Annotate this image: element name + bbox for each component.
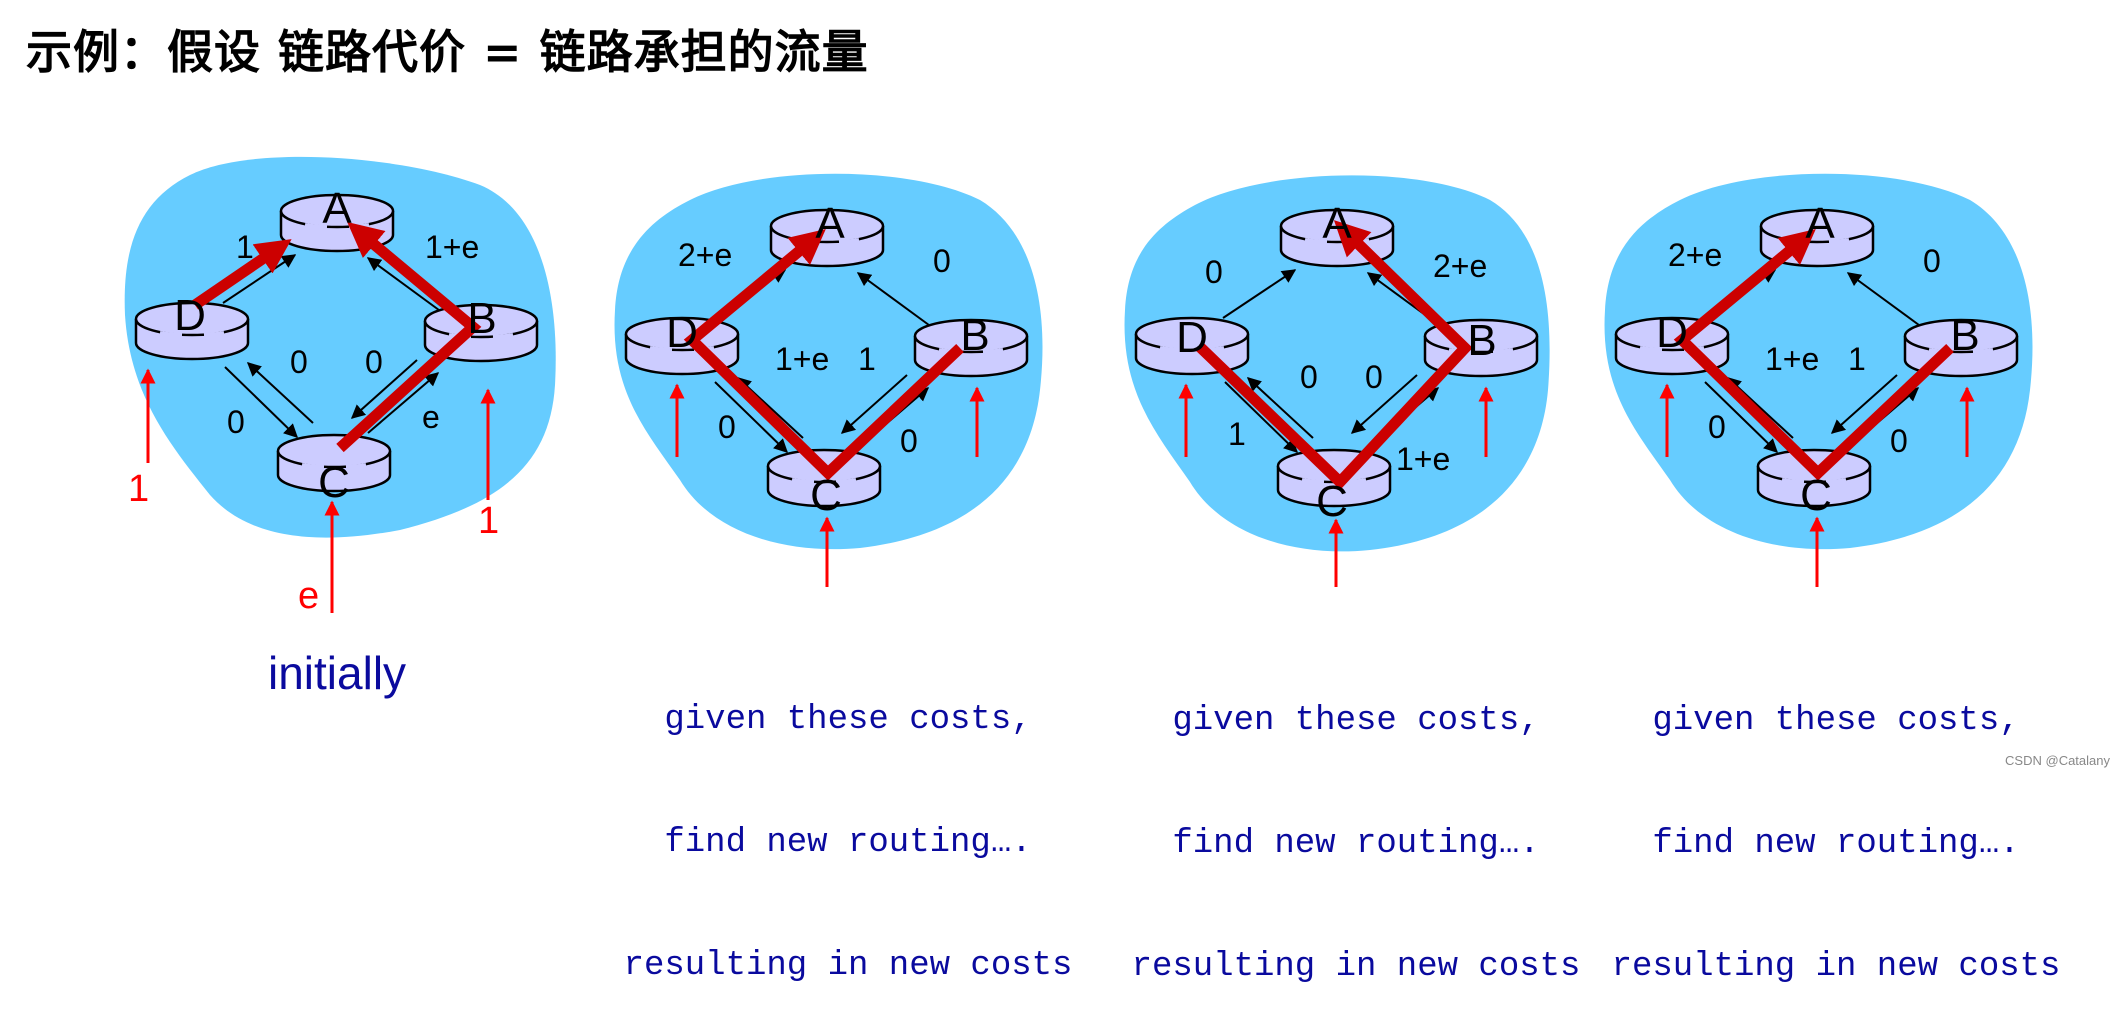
caption-line-2: find new routing…. — [664, 824, 1032, 862]
route-path-b-c-d-a — [683, 229, 964, 481]
caption-line-3: resulting in new costs — [1131, 948, 1581, 986]
cost-b-a: 0 — [933, 243, 951, 279]
route-path-d-a — [191, 239, 292, 310]
caption-line-1: given these costs, — [1652, 702, 2020, 740]
route-path-c-b-a — [336, 221, 482, 453]
caption-line-1: given these costs, — [1172, 702, 1540, 740]
cost-c-b: 1+e — [1396, 441, 1450, 477]
route-path-d-c-b-a — [1196, 220, 1473, 490]
router-label-c: C — [810, 471, 842, 520]
network-cloud — [614, 173, 1043, 550]
router-label-d: D — [1656, 308, 1688, 357]
router-label-c: C — [1316, 477, 1348, 526]
network-cloud — [1124, 175, 1550, 552]
cost-d-c: 0 — [227, 404, 245, 440]
router-label-b: B — [467, 294, 496, 343]
router-label-c: C — [318, 458, 350, 507]
cost-c-d: 1+e — [775, 341, 829, 377]
routing-diagrams: A D B C 1 1+e 0 0 0 e 1 1 e A D — [124, 156, 2033, 617]
watermark: CSDN @Catalany — [2005, 753, 2110, 768]
diagram-step-2: A D B C 0 2+e 0 0 1 1+e — [1124, 175, 1550, 587]
router-label-b: B — [1467, 316, 1496, 365]
cost-d-a: 2+e — [678, 237, 732, 273]
cost-d-c: 0 — [718, 409, 736, 445]
network-cloud — [124, 156, 556, 538]
cost-d-a: 2+e — [1668, 237, 1722, 273]
route-path-b-c-d-a — [1673, 229, 1954, 481]
router-label-b: B — [960, 311, 989, 360]
cost-b-c: 1 — [858, 341, 876, 377]
router-label-a: A — [1322, 199, 1352, 248]
caption-line-1: given these costs, — [664, 701, 1032, 739]
cost-c-d: 0 — [290, 344, 308, 380]
input-label-b: 1 — [478, 500, 499, 542]
caption-step-2: given these costs, find new routing…. re… — [1106, 619, 1606, 1029]
cost-d-a: 1 — [236, 229, 254, 265]
cost-d-c: 1 — [1228, 416, 1246, 452]
initially-label: initially — [268, 647, 407, 699]
input-label-c: e — [298, 575, 319, 617]
caption-step-3: given these costs, find new routing…. re… — [1586, 619, 2086, 1029]
router-label-d: D — [666, 308, 698, 357]
cost-d-c: 0 — [1708, 409, 1726, 445]
cost-c-d: 1+e — [1765, 341, 1819, 377]
router-label-c: C — [1800, 471, 1832, 520]
cost-c-b: 0 — [365, 344, 383, 380]
diagram-initial: A D B C 1 1+e 0 0 0 e 1 1 e — [124, 156, 556, 617]
caption-line-2: find new routing…. — [1172, 825, 1540, 863]
caption-line-3: resulting in new costs — [623, 947, 1073, 985]
router-label-b: B — [1950, 311, 1979, 360]
router-label-a: A — [322, 184, 352, 233]
cost-b-a: 1+e — [425, 229, 479, 265]
cost-c-b: 0 — [900, 423, 918, 459]
cost-b-a: 2+e — [1433, 248, 1487, 284]
router-label-a: A — [815, 199, 845, 248]
cost-b-c: e — [422, 399, 440, 435]
router-label-a: A — [1805, 199, 1835, 248]
router-label-d: D — [1176, 313, 1208, 362]
cost-c-b: 0 — [1890, 423, 1908, 459]
router-label-d: D — [174, 291, 206, 340]
slide-title: 示例：假设 链路代价 = 链路承担的流量 — [26, 25, 869, 79]
caption-line-3: resulting in new costs — [1611, 948, 2061, 986]
cost-d-a: 0 — [1205, 254, 1223, 290]
diagram-step-3: A D B C 2+e 0 1+e 1 0 0 — [1604, 173, 2033, 587]
cost-c-d: 0 — [1300, 359, 1318, 395]
input-label-d: 1 — [128, 468, 149, 510]
cost-b-c: 1 — [1848, 341, 1866, 377]
cost-b-a: 0 — [1923, 243, 1941, 279]
cost-b-c: 0 — [1365, 359, 1383, 395]
caption-line-2: find new routing…. — [1652, 825, 2020, 863]
network-cloud — [1604, 173, 2033, 550]
caption-step-1: given these costs, find new routing…. re… — [598, 618, 1098, 1028]
diagram-step-1: A D B C 2+e 0 1+e 1 0 0 — [614, 173, 1043, 587]
